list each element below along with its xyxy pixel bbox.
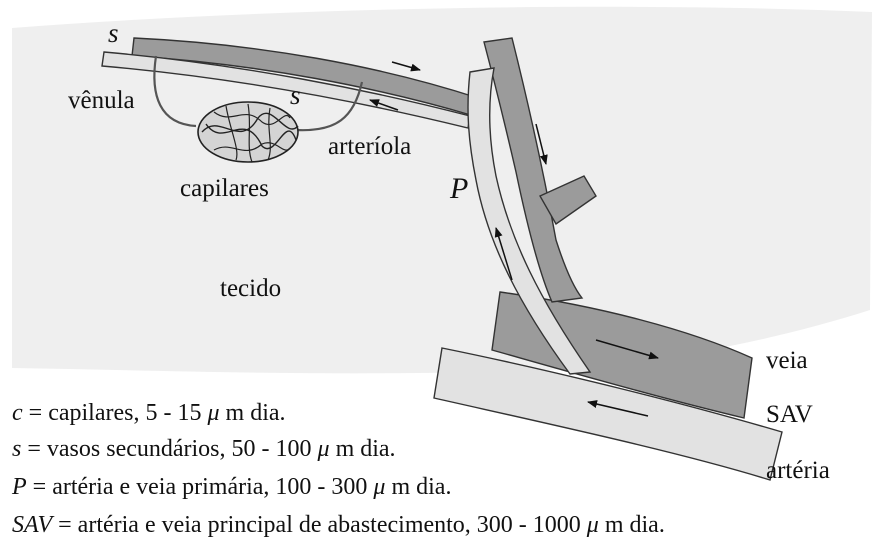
label-tecido: tecido <box>220 275 281 302</box>
legend-item-SAV: SAV = artéria e veia principal de abaste… <box>12 512 665 538</box>
flow-arrow-secondary-artery <box>369 99 399 111</box>
label-s-mid: s <box>290 80 301 110</box>
flow-arrow-sav-artery <box>587 400 649 417</box>
capillary-bed <box>197 101 299 163</box>
label-veia: veia <box>766 347 808 374</box>
legend: c = capilares, 5 - 15 μ m dia. s = vasos… <box>11 400 665 538</box>
legend-item-s: s = vasos secundários, 50 - 100 μ m dia. <box>12 436 396 462</box>
primary-artery <box>467 67 592 375</box>
secondary-artery <box>101 51 471 129</box>
label-capilares: capilares <box>180 175 269 202</box>
label-s-top: s <box>108 18 119 48</box>
flow-arrow-secondary-vein <box>391 61 421 72</box>
label-SAV: SAV <box>766 401 813 428</box>
sav-artery <box>433 347 783 481</box>
label-arteriola: arteríola <box>328 133 411 160</box>
label-arteria: artéria <box>766 457 830 484</box>
label-P: P <box>449 172 468 205</box>
legend-item-c: c = capilares, 5 - 15 μ m dia. <box>12 400 286 426</box>
label-venula: vênula <box>68 87 135 114</box>
flow-arrow-primary-vein <box>535 123 548 165</box>
tissue-region <box>12 6 872 374</box>
side-vessel <box>539 175 597 226</box>
flow-arrow-sav-vein <box>595 339 659 360</box>
primary-vein <box>483 37 584 303</box>
venula-loop <box>153 55 197 128</box>
arteriola-loop <box>295 81 364 132</box>
flow-arrow-primary-artery <box>494 227 513 281</box>
legend-item-P: P = artéria e veia primária, 100 - 300 μ… <box>11 474 451 500</box>
